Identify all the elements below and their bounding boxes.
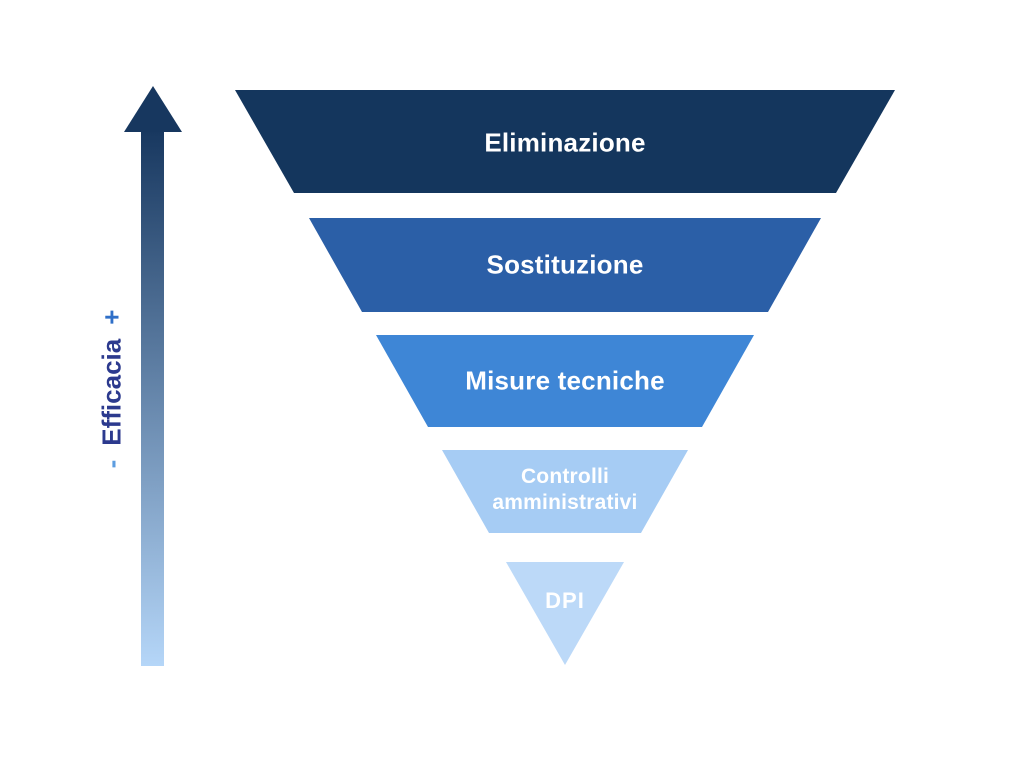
funnel-level-2-shape — [309, 218, 821, 312]
funnel-level-1-label: Eliminazione — [484, 127, 646, 158]
minus-sign: - — [96, 459, 127, 469]
effectiveness-arrow-head — [124, 86, 182, 132]
funnel-level-4-shape — [442, 450, 688, 533]
axis-label-text: Efficacia — [96, 338, 127, 446]
plus-sign: + — [96, 309, 127, 325]
funnel-level-5-label: DPI — [545, 588, 585, 613]
funnel-level-5-shape — [506, 562, 624, 665]
funnel-level-4-label: Controlli amministrativi — [492, 464, 638, 514]
funnel-level-3-label: Misure tecniche — [465, 365, 665, 396]
funnel-level-3-shape — [376, 335, 754, 427]
funnel-level-2-label: Sostituzione — [486, 249, 644, 280]
effectiveness-axis-label: - Efficacia + — [97, 310, 128, 469]
funnel-level-1-shape — [235, 90, 895, 193]
effectiveness-arrow-shaft — [141, 128, 164, 666]
